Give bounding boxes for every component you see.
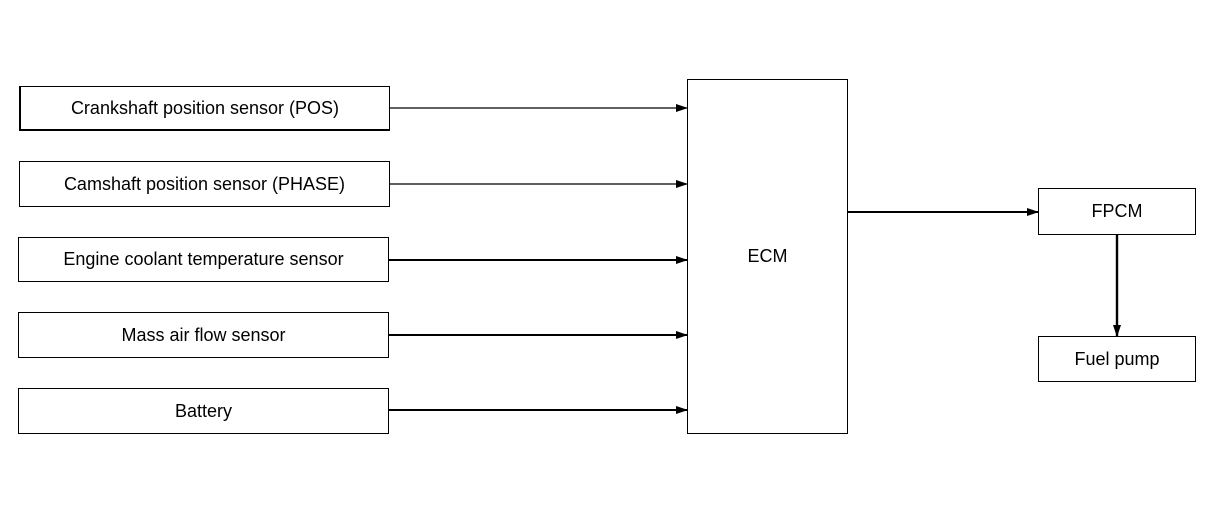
battery-box: Battery	[18, 388, 389, 434]
fuel-pump-label: Fuel pump	[1074, 348, 1160, 369]
ecm-label: ECM	[747, 246, 788, 266]
fpcm-label: FPCM	[1091, 201, 1143, 221]
mass-air-flow-sensor-box: Mass air flow sensor	[18, 312, 389, 358]
mass-air-flow-sensor-label: Mass air flow sensor	[121, 324, 286, 345]
crankshaft-position-sensor-box: Crankshaft position sensor (POS)	[19, 86, 390, 131]
crankshaft-position-sensor-label: Crankshaft position sensor (POS)	[70, 97, 340, 118]
camshaft-position-sensor-box: Camshaft position sensor (PHASE)	[19, 161, 390, 207]
fuel-pump-box: Fuel pump	[1038, 336, 1196, 382]
fpcm-box: FPCM	[1038, 188, 1196, 235]
battery-label: Battery	[174, 400, 233, 421]
engine-coolant-temperature-sensor-box: Engine coolant temperature sensor	[18, 237, 389, 282]
camshaft-position-sensor-label: Camshaft position sensor (PHASE)	[63, 173, 346, 194]
ecm-box: ECM	[687, 79, 848, 434]
engine-coolant-temperature-sensor-label: Engine coolant temperature sensor	[63, 249, 344, 269]
